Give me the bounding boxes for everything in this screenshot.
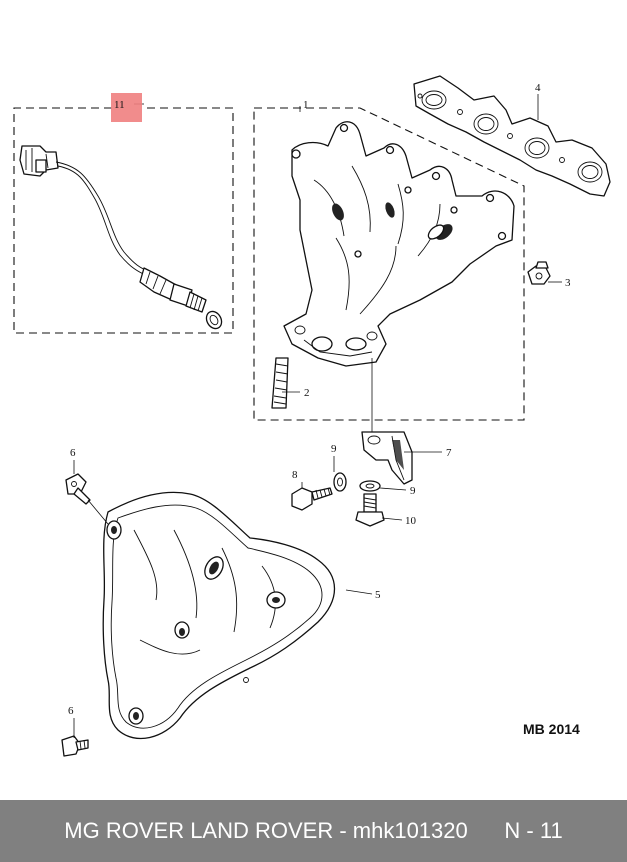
washer-upper[interactable] [333, 472, 347, 492]
manifold-nut[interactable] [527, 261, 551, 285]
manifold-stud[interactable] [271, 357, 289, 409]
washer-lower[interactable] [359, 480, 381, 492]
bolt-8[interactable] [291, 487, 333, 511]
bolt-10[interactable] [355, 493, 385, 527]
oxygen-sensor[interactable] [19, 145, 225, 331]
sensor-group-box [13, 107, 234, 334]
heat-shield-bracket[interactable] [361, 431, 413, 485]
heat-shield[interactable] [102, 491, 336, 740]
callout-8: 8 [292, 469, 298, 481]
screw-lower[interactable] [61, 735, 89, 757]
diagram-reference-code: MB 2014 [523, 721, 580, 737]
callout-4: 4 [535, 82, 541, 94]
callout-11: 11 [114, 99, 125, 111]
highlight-part-11[interactable] [111, 93, 142, 122]
footer-caption: MG ROVER LAND ROVER - mhk101320 N - 11 [0, 800, 627, 862]
manifold-gasket[interactable] [413, 75, 611, 197]
callout-10: 10 [405, 515, 417, 527]
callout-9-upper: 9 [331, 443, 337, 455]
exhaust-manifold[interactable] [283, 121, 515, 367]
manifold-group-box [253, 107, 525, 421]
callout-2: 2 [304, 387, 310, 399]
callout-5: 5 [375, 589, 381, 601]
screw-upper[interactable] [65, 473, 91, 505]
footer-text: MG ROVER LAND ROVER - mhk101320 N - 11 [64, 818, 563, 843]
callout-6-upper: 6 [70, 447, 76, 459]
callout-1: 1 [303, 99, 309, 111]
callout-7: 7 [446, 447, 452, 459]
callout-6-lower: 6 [68, 705, 74, 717]
callout-9-lower: 9 [410, 485, 416, 497]
callout-3: 3 [565, 277, 571, 289]
exploded-parts-diagram: 1 2 3 4 5 6 6 7 8 9 9 10 [13, 75, 611, 757]
